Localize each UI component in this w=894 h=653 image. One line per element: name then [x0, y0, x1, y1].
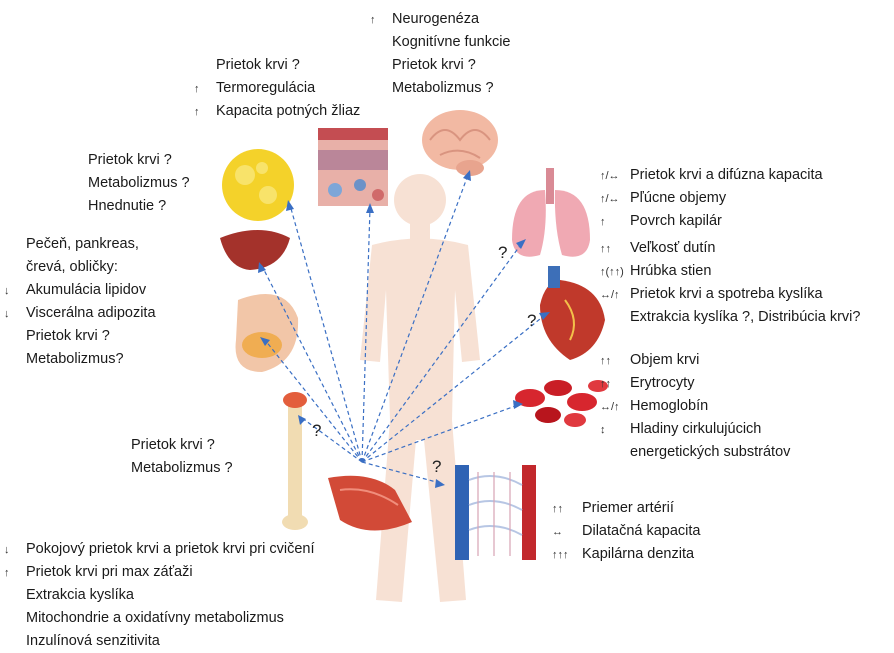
blood-label-block: ↑↑Objem krvi ↑↑Erytrocyty ↔/↑Hemoglobín …	[600, 349, 790, 464]
muscle-label-line: Inzulínová senzitivita	[26, 633, 160, 649]
very-strong-increase-arrow-icon: ↑↑↑	[552, 544, 582, 567]
increase-or-unchanged-arrow-icon: ↑/↔	[600, 165, 630, 188]
brain-label-line: Prietok krvi ?	[392, 57, 476, 73]
skin-cross-section-image	[318, 128, 388, 206]
lungs-label-line: Pľúcne objemy	[630, 190, 726, 206]
unchanged-arrow-icon: ↔	[552, 521, 582, 544]
increase-arrow-icon: ↑(↑↑)	[600, 261, 630, 284]
skin-label-line: Prietok krvi ?	[216, 57, 300, 73]
increase-arrow-icon: ↑	[600, 211, 630, 234]
organs-label-block: Pečeň, pankreas, črevá, obličky: ↓Akumul…	[4, 233, 156, 371]
variable-arrow-icon: ↕	[600, 419, 630, 442]
brain-image	[422, 110, 498, 176]
muscle-label-line: Prietok krvi pri max záťaži	[26, 564, 193, 580]
blood-label-line: Erytrocyty	[630, 375, 694, 391]
decrease-arrow-icon: ↓	[4, 280, 26, 303]
fat-label-line: Hnednutie ?	[88, 195, 190, 218]
question-mark-heart: ?	[527, 311, 536, 331]
fat-label-block: Prietok krvi ? Metabolizmus ? Hnednutie …	[88, 149, 190, 218]
muscle-label-line: Mitochondrie a oxidatívny metabolizmus	[26, 610, 284, 626]
vessels-label-line: Priemer artérií	[582, 500, 674, 516]
question-mark-lungs: ?	[498, 243, 507, 263]
increase-arrow-icon: ↑	[194, 78, 216, 101]
decrease-arrow-icon: ↓	[4, 303, 26, 326]
heart-label-line: Extrakcia kyslíka ?, Distribúcia krvi?	[630, 309, 860, 325]
skin-label-block: Prietok krvi ? ↑Termoregulácia ↑Kapacita…	[194, 54, 360, 123]
liver-image	[220, 230, 290, 270]
organs-label-line: Viscerálna adipozita	[26, 305, 156, 321]
blood-label-line: Hladiny cirkulujúcich	[630, 421, 761, 437]
decrease-arrow-icon: ↓	[4, 539, 26, 562]
blood-cells-image	[515, 380, 608, 427]
increase-arrow-icon: ↑	[4, 562, 26, 585]
organs-label-line: Prietok krvi ?	[26, 328, 110, 344]
skin-label-line: Kapacita potných žliaz	[216, 103, 360, 119]
muscle-label-block: ↓Pokojový prietok krvi a prietok krvi pr…	[4, 538, 315, 653]
blood-label-line: Objem krvi	[630, 352, 699, 368]
brain-label-line: Metabolizmus ?	[392, 80, 494, 96]
muscle-label-line: Pokojový prietok krvi a prietok krvi pri…	[26, 541, 315, 557]
fat-label-line: Metabolizmus ?	[88, 172, 190, 195]
organs-label-line: Pečeň, pankreas,	[26, 236, 139, 252]
vessels-label-block: ↑↑Priemer artérií ↔Dilatačná kapacita ↑↑…	[552, 497, 701, 566]
heart-label-line: Prietok krvi a spotreba kyslíka	[630, 286, 823, 302]
organs-label-line: Metabolizmus?	[26, 351, 124, 367]
strong-increase-arrow-icon: ↑↑	[600, 350, 630, 373]
lungs-label-line: Prietok krvi a difúzna kapacita	[630, 167, 823, 183]
organs-label-line: Akumulácia lipidov	[26, 282, 146, 298]
question-mark-bone: ?	[312, 421, 321, 441]
question-mark-vessels: ?	[432, 457, 441, 477]
lungs-label-line: Povrch kapilár	[630, 213, 722, 229]
heart-label-block: ↑↑Veľkosť dutín ↑(↑↑)Hrúbka stien ↔/↑Pri…	[600, 237, 860, 329]
brain-label-line: Kognitívne funkcie	[392, 34, 511, 50]
blood-vessels-image	[455, 465, 536, 560]
bone-label-line: Prietok krvi ?	[131, 434, 233, 457]
stomach-intestine-image	[236, 294, 299, 372]
brain-label-block: ↑Neurogenéza Kognitívne funkcie Prietok …	[370, 8, 511, 100]
skin-label-line: Termoregulácia	[216, 80, 315, 96]
vessels-label-line: Dilatačná kapacita	[582, 523, 701, 539]
strong-increase-arrow-icon: ↑↑	[600, 373, 630, 396]
increase-arrow-icon: ↑	[194, 101, 216, 124]
heart-label-line: Veľkosť dutín	[630, 240, 715, 256]
vessels-label-line: Kapilárna denzita	[582, 546, 694, 562]
organs-label-line: črevá, obličky:	[26, 259, 118, 275]
strong-increase-arrow-icon: ↑↑	[600, 238, 630, 261]
unchanged-or-increase-arrow-icon: ↔/↑	[600, 284, 630, 307]
bone-label-block: Prietok krvi ? Metabolizmus ?	[131, 434, 233, 480]
increase-arrow-icon: ↑	[370, 9, 392, 32]
muscle-label-line: Extrakcia kyslíka	[26, 587, 134, 603]
lungs-label-block: ↑/↔Prietok krvi a difúzna kapacita ↑/↔Pľ…	[600, 164, 823, 233]
strong-increase-arrow-icon: ↑↑	[552, 498, 582, 521]
heart-label-line: Hrúbka stien	[630, 263, 711, 279]
bone-label-line: Metabolizmus ?	[131, 457, 233, 480]
brain-label-line: Neurogenéza	[392, 11, 479, 27]
blood-label-line: energetických substrátov	[630, 444, 790, 460]
bone-image	[282, 392, 308, 530]
heart-image	[540, 266, 605, 360]
blood-label-line: Hemoglobín	[630, 398, 708, 414]
unchanged-or-increase-arrow-icon: ↔/↑	[600, 396, 630, 419]
fat-label-line: Prietok krvi ?	[88, 149, 190, 172]
fat-tissue-image	[222, 149, 294, 221]
increase-or-unchanged-arrow-icon: ↑/↔	[600, 188, 630, 211]
